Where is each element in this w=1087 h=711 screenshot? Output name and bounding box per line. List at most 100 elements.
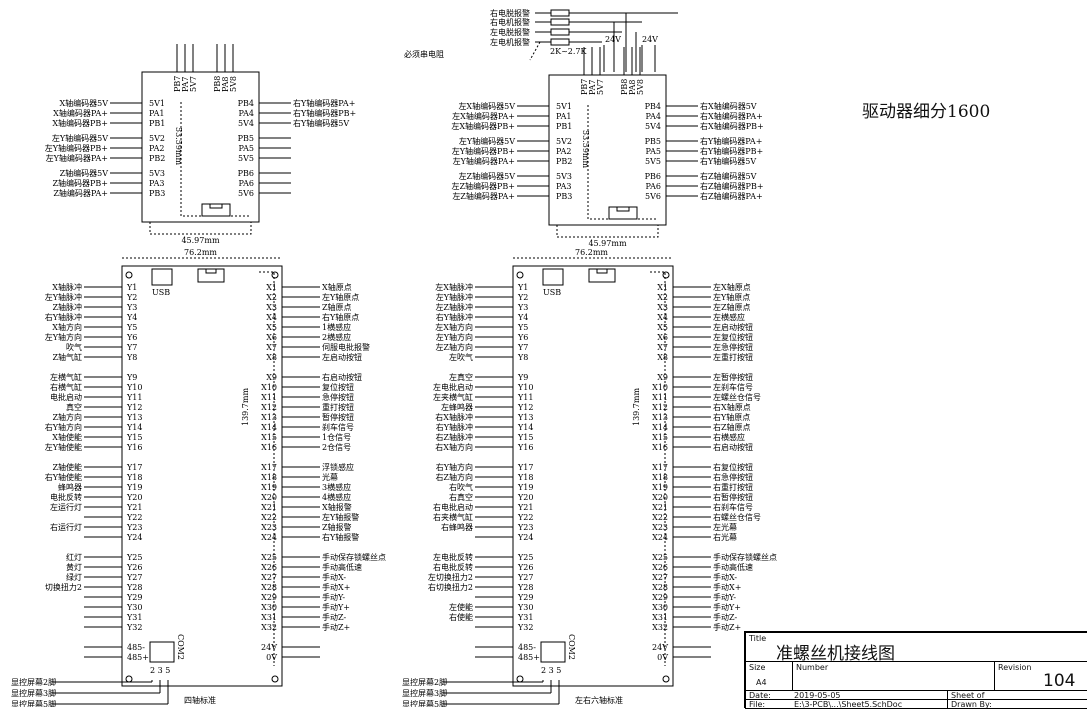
y-pin-label: Y29 <box>126 593 142 602</box>
x-pin-label: X23 <box>261 523 277 532</box>
x-signal-label: 手动Y+ <box>322 602 350 612</box>
x-signal-label: 手动保存锁螺丝点 <box>322 552 386 562</box>
size-cell: Size A4 <box>745 661 793 691</box>
x-signal-label: 光幕 <box>322 472 338 482</box>
dim-height-label: 139.7mm <box>632 388 641 426</box>
top-pin-label: 5V8 <box>636 79 645 95</box>
x-pin-label: X16 <box>652 443 668 452</box>
mount-hole-icon <box>271 675 279 683</box>
usb-label: USB <box>152 288 170 297</box>
left-signal-label: X轴编码器PA+ <box>53 108 108 118</box>
left-pin-label: PA3 <box>149 179 165 188</box>
x-pin-label: X14 <box>261 423 277 432</box>
x-pin-label: X9 <box>266 373 277 382</box>
dim-height-label: 139.7mm <box>241 388 250 426</box>
y-pin-label: Y27 <box>517 573 533 582</box>
x-signal-label: X轴报警 <box>322 502 352 512</box>
y-signal-label: 左真空 <box>449 372 473 382</box>
y-signal-label: 右真空 <box>449 492 473 502</box>
top-pin-label: PB8 <box>620 79 629 95</box>
left-signal-label: Z轴编码器PB+ <box>52 178 108 188</box>
x-pin-label: X3 <box>657 303 668 312</box>
x-signal-label: 1仓信号 <box>322 432 351 442</box>
left-pin-label: PB2 <box>556 157 572 166</box>
revision-cell: Revision 104 <box>994 661 1087 691</box>
top-pin-label: 5V7 <box>596 79 605 95</box>
y-signal-label: 右夹横气缸 <box>433 512 473 522</box>
x-signal-label: 手动保存锁螺丝点 <box>713 552 777 562</box>
power-0v-label: 0V <box>657 653 668 662</box>
voltage-24-a: 24V <box>605 35 621 44</box>
x-pin-label: X7 <box>657 343 668 352</box>
left-signal-label: 左X轴编码器PA+ <box>452 111 515 121</box>
board-outline <box>512 265 674 687</box>
x-pin-label: X25 <box>261 553 277 562</box>
usb-connector-icon <box>542 268 564 286</box>
y-signal-label: 右Z轴方向 <box>435 472 473 482</box>
y-pin-label: Y16 <box>126 443 142 452</box>
y-pin-label: Y32 <box>126 623 142 632</box>
x-pin-label: X23 <box>652 523 668 532</box>
right-pin-label: PA5 <box>645 147 661 156</box>
y-signal-label: 绿灯 <box>66 572 82 582</box>
x-pin-label: X8 <box>657 353 668 362</box>
y-pin-label: Y25 <box>126 553 142 562</box>
file-cell: File: E:\3-PCB\...\Sheet5.SchDoc <box>745 699 948 709</box>
x-signal-label: 复位按钮 <box>322 382 354 392</box>
sheet-label: Sheet of <box>951 691 985 700</box>
revision-label: Revision <box>998 663 1032 672</box>
x-signal-label: 右启动按钮 <box>713 442 753 452</box>
screen-pin-label: 显控屏幕2脚 <box>402 677 447 687</box>
left-signal-label: 左Y轴编码器PA+ <box>46 153 108 163</box>
y-signal-label: 右Z轴脉冲 <box>435 432 473 442</box>
x-pin-label: X19 <box>652 483 668 492</box>
x-signal-label: 右Y轴原点 <box>322 312 359 322</box>
right-pin-label: 5V5 <box>645 157 661 166</box>
x-pin-label: X30 <box>261 603 277 612</box>
y-pin-label: Y9 <box>517 373 528 382</box>
x-signal-label: 右启动按钮 <box>322 372 362 382</box>
x-signal-label: 3横感应 <box>322 482 351 492</box>
x-signal-label: 左螺丝仓信号 <box>713 392 761 402</box>
left-signal-label: 左Z轴编码器PA+ <box>452 191 515 201</box>
x-pin-label: X26 <box>261 563 277 572</box>
top-pin-label: 5V7 <box>189 76 198 92</box>
number-cell: Number <box>792 661 995 691</box>
dashed-outline <box>259 271 275 666</box>
x-signal-label: 手动Z+ <box>322 622 350 632</box>
right-note-text: 驱动器细分1600 <box>862 102 990 122</box>
right-signal-label: 右Y轴编码器5V <box>293 118 349 128</box>
y-pin-label: Y11 <box>126 393 142 402</box>
y-signal-label: 左电批反转 <box>433 552 473 562</box>
y-pin-label: Y21 <box>126 503 142 512</box>
y-pin-label: Y3 <box>126 303 137 312</box>
y-signal-label: 右Y轴方向 <box>436 462 473 472</box>
right-signal-label: 右X轴编码器PA+ <box>700 111 763 121</box>
y-pin-label: Y22 <box>517 513 533 522</box>
dim-line <box>149 222 252 235</box>
x-pin-label: X22 <box>652 513 668 522</box>
x-signal-label: 右Y轴原点 <box>713 412 750 422</box>
y-signal-label: 红灯 <box>66 552 82 562</box>
left-pin-label: PB2 <box>149 154 165 163</box>
y-signal-label: 左吹气 <box>449 352 473 362</box>
y-pin-label: Y6 <box>126 333 137 342</box>
y-pin-label: Y28 <box>517 583 533 592</box>
left-pin-label: 5V3 <box>149 169 165 178</box>
x-pin-label: X19 <box>261 483 277 492</box>
y-pin-label: Y24 <box>126 533 142 542</box>
left-signal-label: 左Y轴编码器5V <box>52 133 108 143</box>
y-signal-label: 黄灯 <box>66 562 82 572</box>
usb-label: USB <box>543 288 561 297</box>
top-pin-label: 5V8 <box>229 76 238 92</box>
x-signal-label: 右螺丝仓信号 <box>713 512 761 522</box>
size-label: Size <box>749 663 766 672</box>
x-signal-label: 左Y轴原点 <box>322 292 359 302</box>
x-signal-label: 暂停按钮 <box>322 412 354 422</box>
x-signal-label: 手动X- <box>322 572 346 582</box>
y-pin-label: Y5 <box>517 323 528 332</box>
y-signal-label: 右Y轴使能 <box>45 472 82 482</box>
